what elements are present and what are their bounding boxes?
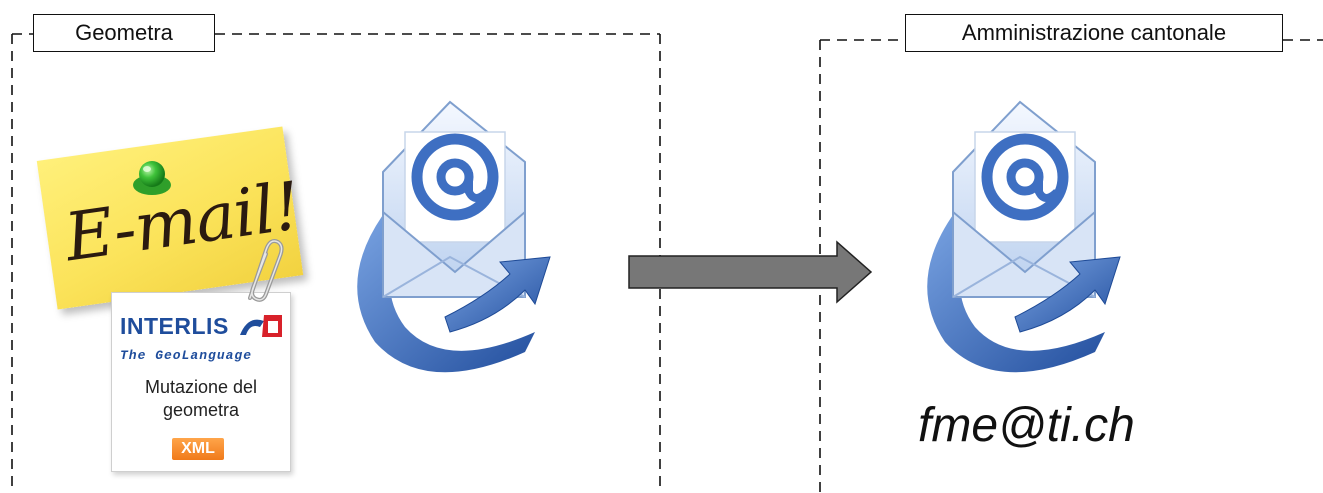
interlis-document: INTERLIS The GeoLanguage Mutazione del g… [111,292,291,472]
xml-badge: XML [172,438,224,460]
send-arrow [628,240,873,304]
interlis-brand: INTERLIS [120,313,229,339]
amministrazione-label-text: Amministrazione cantonale [961,20,1227,45]
document-title-line-1: Mutazione del [144,377,258,397]
recipient-email-address: fme@ti.ch [918,399,1135,452]
push-pin-icon [133,161,171,195]
interlis-logo-icon [240,315,282,337]
document-title-line-2: geometra [162,400,240,420]
paperclip-icon [248,239,284,302]
interlis-tagline: The GeoLanguage [120,348,253,363]
geometra-label: Geometra [33,14,215,52]
email-envelope-icon [927,100,1121,373]
geometra-label-text: Geometra [75,20,173,45]
email-envelope-icon [357,100,551,373]
amministrazione-label: Amministrazione cantonale [905,14,1283,52]
